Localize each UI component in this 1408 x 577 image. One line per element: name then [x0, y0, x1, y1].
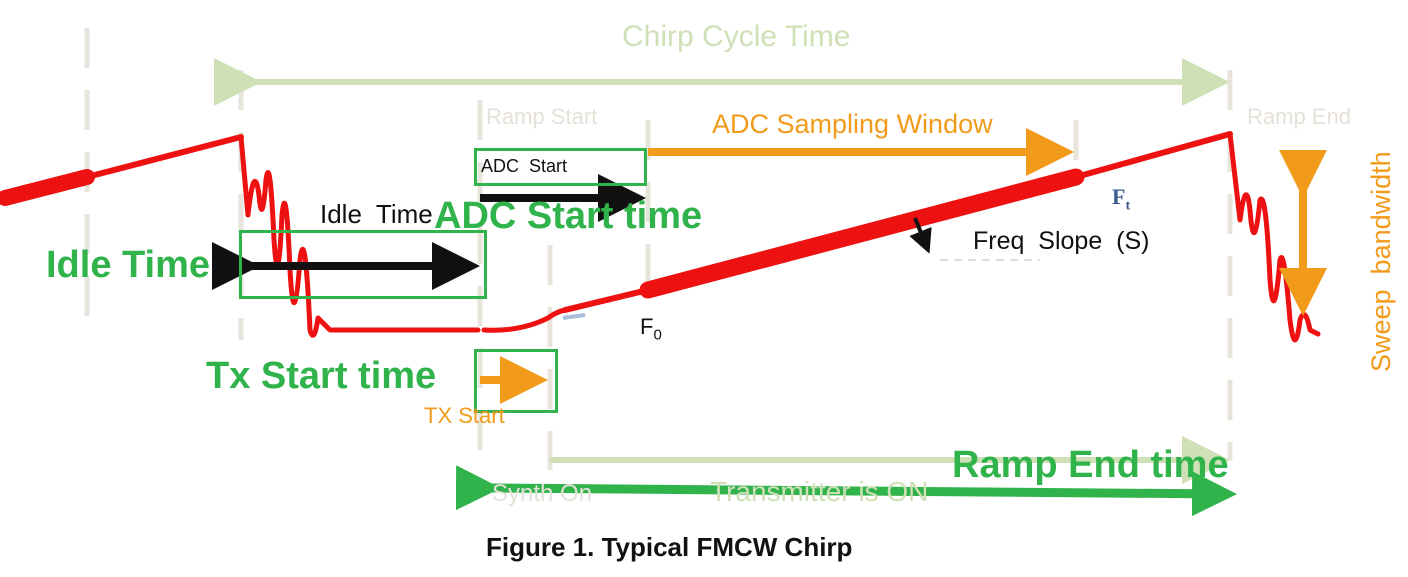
f-t-main: F	[1112, 184, 1126, 209]
f-t-label: Ft	[1112, 186, 1130, 213]
f-0-sub: 0	[653, 326, 662, 344]
f-0-label: F0	[640, 314, 662, 344]
ramp-end-oscillation	[1227, 131, 1321, 343]
adc-start-label: ADC Start	[481, 156, 568, 176]
pre-ramp-thin	[84, 134, 244, 180]
tx-start-label: TX Start	[424, 403, 505, 428]
freq-slope-label: Freq Slope (S)	[973, 227, 1150, 255]
adc-start-time-label: ADC Start time	[434, 195, 703, 237]
tx-start-box	[474, 349, 558, 413]
adc-start-box	[474, 148, 647, 186]
pre-ramp-thick	[0, 169, 95, 206]
ramp-end-time-label: Ramp End time	[952, 444, 1229, 486]
idle-time-inner-label: Idle Time	[320, 199, 433, 229]
tx-start-time-label: Tx Start time	[206, 355, 437, 397]
synth-on-label: Synth On	[492, 480, 593, 507]
sweep-bandwidth-label: Sweep bandwidth	[1366, 151, 1396, 372]
ramp-start-label: Ramp Start	[486, 104, 598, 129]
f-t-sub: t	[1125, 198, 1131, 214]
chirp-cycle-time-title: Chirp Cycle Time	[622, 20, 851, 53]
ramp-end-thin	[1073, 131, 1233, 180]
figure-caption: Figure 1. Typical FMCW Chirp	[486, 532, 853, 562]
transmitter-on-label: Transmitter is ON	[710, 476, 929, 507]
tx-start-blue-tick	[562, 313, 586, 320]
adc-sampling-window-label: ADC Sampling Window	[712, 109, 993, 139]
ramp-end-label: Ramp End	[1247, 104, 1351, 129]
ramp-end-time-arrow	[455, 465, 1237, 517]
idle-time-box	[239, 230, 487, 299]
tx-start-segment	[481, 307, 568, 333]
idle-time-label: Idle Time	[46, 244, 211, 286]
freq-slope-pointer	[909, 217, 932, 254]
f-0-main: F	[640, 314, 654, 339]
ramp-thin	[562, 287, 651, 313]
ramp-thick	[639, 168, 1085, 299]
